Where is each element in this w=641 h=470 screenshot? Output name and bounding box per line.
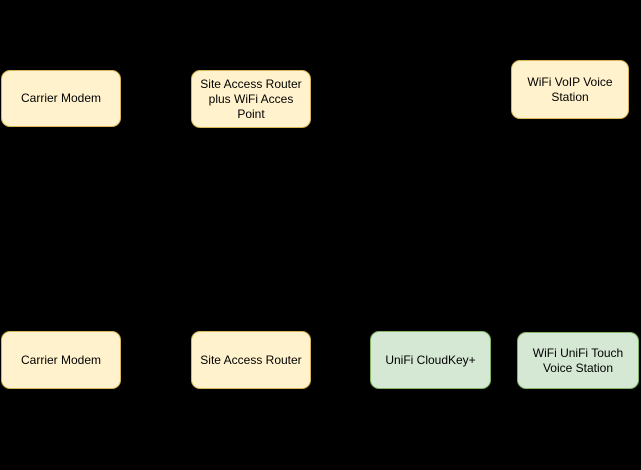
node-label: Carrier Modem — [20, 91, 101, 105]
node-wifi-voip-voice-station[interactable]: WiFi VoIP Voice Station — [511, 60, 629, 119]
node-site-access-router-wifi-ap[interactable]: Site Access Router plus WiFi Acces Point — [191, 70, 311, 128]
node-site-access-router[interactable]: Site Access Router — [191, 331, 311, 389]
node-label: Site Access Router plus WiFi Acces Point — [200, 76, 302, 121]
node-label: WiFi UniFi Touch Voice Station — [532, 345, 624, 375]
node-unifi-cloudkey[interactable]: UniFi CloudKey+ — [370, 331, 491, 389]
node-carrier-modem-top[interactable]: Carrier Modem — [1, 70, 121, 127]
node-carrier-modem-bottom[interactable]: Carrier Modem — [1, 331, 121, 389]
node-label: Carrier Modem — [20, 352, 101, 367]
node-wifi-unifi-touch-voice-station[interactable]: WiFi UniFi Touch Voice Station — [517, 332, 639, 389]
node-label: Site Access Router — [200, 352, 302, 367]
node-label: UniFi CloudKey+ — [385, 352, 476, 367]
node-label: WiFi VoIP Voice Station — [527, 74, 613, 104]
